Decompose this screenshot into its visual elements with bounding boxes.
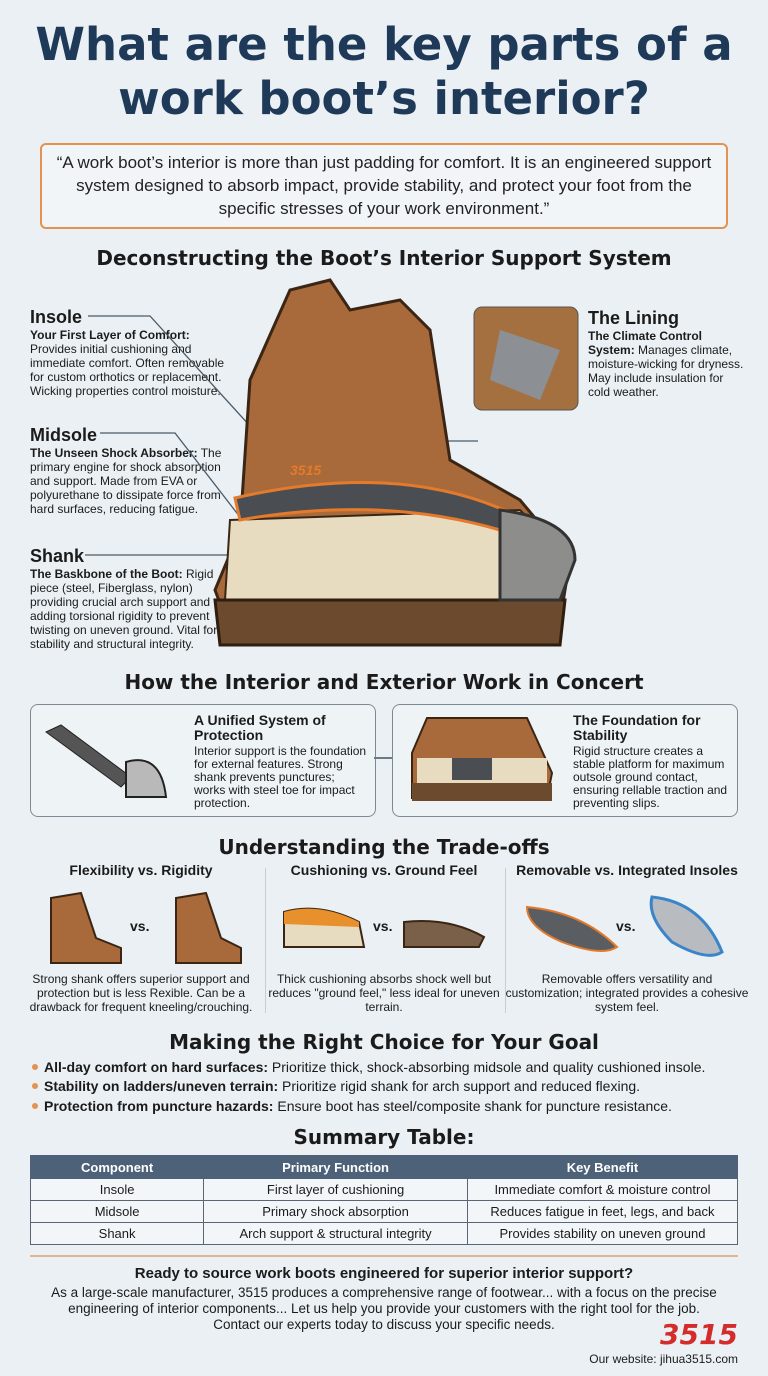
section-heading-concert: How the Interior and Exterior Work in Co…	[124, 670, 644, 694]
flexible-vs-rigid-boots-illustration	[50, 891, 242, 964]
brand-logo: 3515	[660, 1318, 738, 1351]
summary-heading: Summary Table:	[293, 1125, 475, 1149]
part-lining: The Lining The Climate Control System: M…	[588, 308, 744, 399]
cushioned-vs-thin-sole-illustration	[283, 907, 486, 948]
divider	[265, 868, 266, 1013]
card-foundation-stability: The Foundation for Stability Rigid struc…	[392, 704, 738, 817]
connector-icon	[374, 757, 394, 759]
section-heading-tradeoffs: Understanding the Trade-offs	[218, 835, 550, 859]
part-shank: Shank The Baskbone of the Boot: Rigid pi…	[30, 546, 218, 651]
website-link[interactable]: Our website: jihua3515.com	[589, 1352, 738, 1366]
boot-cutaway-illustration: 3515	[85, 278, 579, 647]
part-midsole: Midsole The Unseen Shock Absorber: The p…	[30, 425, 222, 516]
part-insole: Insole Your First Layer of Comfort: Prov…	[30, 307, 225, 398]
divider	[30, 1255, 738, 1257]
section-heading-choice: Making the Right Choice for Your Goal	[169, 1030, 599, 1054]
intro-quote: “A work boot’s interior is more than jus…	[40, 143, 728, 229]
bullet-item: Protection from puncture hazards: Ensure…	[32, 1098, 672, 1114]
removable-vs-integrated-insole-illustration	[525, 895, 724, 957]
divider	[505, 868, 506, 1013]
shank-steeltoe-illustration	[45, 724, 168, 798]
tradeoff-cushioning: Cushioning vs. Ground Feel vs. Thick cus…	[268, 862, 500, 1014]
card-unified-protection: A Unified System of Protection Interior …	[30, 704, 376, 817]
summary-table: Component Primary Function Key Benefit I…	[29, 1155, 739, 1245]
section-heading-deconstructing: Deconstructing the Boot’s Interior Suppo…	[96, 246, 672, 270]
boot-sole-illustration	[411, 717, 554, 801]
tradeoff-insoles: Removable vs. Integrated Insoles vs. Rem…	[505, 862, 749, 1014]
page-title: What are the key parts of a work boot’s …	[35, 18, 733, 125]
table-header-row: Component Primary Function Key Benefit	[29, 1155, 739, 1179]
insole-logo: 3515	[290, 462, 321, 478]
bullet-item: All-day comfort on hard surfaces: Priori…	[31, 1059, 706, 1075]
tradeoff-flexibility: Flexibility vs. Rigidity vs. Strong shan…	[29, 862, 253, 1014]
cta-heading: Ready to source work boots engineered fo…	[134, 1265, 634, 1282]
bullet-item: Stability on ladders/uneven terrain: Pri…	[31, 1078, 641, 1094]
cta-body: As a large-scale manufacturer, 3515 prod…	[51, 1285, 717, 1332]
